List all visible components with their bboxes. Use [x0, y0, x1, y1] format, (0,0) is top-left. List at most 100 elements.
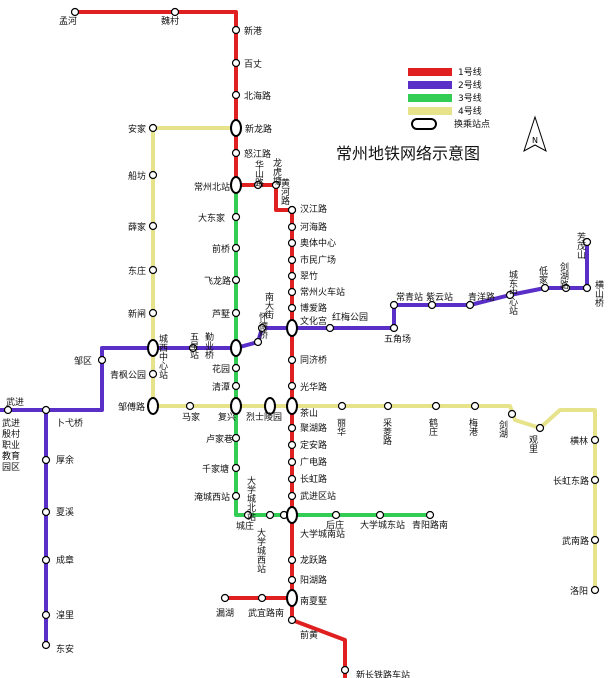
station-label: 低家 [537, 265, 548, 284]
station-label: 千家塘 [202, 463, 229, 475]
map-title: 常州地铁网络示意图 [336, 144, 481, 163]
interchange-station-marker [230, 397, 242, 415]
station-label: 青枫公园 [110, 369, 146, 381]
station-label: 厚余 [56, 454, 74, 466]
station-dot [253, 337, 263, 347]
station-label: 翠竹 [300, 270, 318, 282]
legend-swatch [408, 80, 452, 89]
station-dot [41, 555, 51, 565]
station-label: 东安 [56, 643, 74, 655]
station-label: 南大街 [263, 291, 274, 320]
station-dot [561, 283, 571, 293]
station-dot [265, 510, 275, 520]
station-label: 洛阳 [570, 585, 588, 597]
station-dot [287, 474, 297, 484]
station-label: 武南路 [562, 535, 589, 547]
station-dot [582, 283, 592, 293]
station-dot [148, 265, 158, 275]
station-dot [231, 148, 241, 158]
station-dot [287, 303, 297, 313]
station-dot [287, 355, 297, 365]
interchange-station-marker [147, 397, 159, 415]
station-label: 华山路 [253, 159, 264, 188]
station-label: 邹区 [74, 355, 92, 367]
station-dot [243, 510, 253, 520]
station-dot [340, 665, 350, 675]
station-dot [41, 640, 51, 650]
station-dot [231, 25, 241, 35]
station-dot [188, 343, 198, 353]
station-label: 武进区站 [300, 490, 336, 502]
station-dot [287, 423, 297, 433]
line2-side-label: 武进殷村职业教育园区 [2, 417, 20, 473]
station-label: 新闸 [128, 308, 146, 320]
station-dot [41, 455, 51, 465]
station-label: 横山桥 [593, 279, 604, 308]
station-label: 常青站 [396, 291, 423, 303]
station-label: 船坊 [128, 170, 146, 182]
station-label: 薛家 [128, 221, 146, 233]
station-label: 城庄 [236, 520, 254, 532]
station-dot [590, 475, 600, 485]
station-dot [287, 238, 297, 248]
station-label: 芦墅 [212, 309, 230, 320]
station-label: 丽华 [335, 418, 346, 437]
station-label: 复兴 [218, 411, 236, 423]
station-label: 阳湖路 [300, 574, 327, 586]
station-label: 梅港 [467, 417, 478, 436]
station-dot [590, 535, 600, 545]
station-dot [287, 491, 297, 501]
station-label: 龙虎塘 [271, 157, 282, 186]
station-dot [70, 7, 80, 17]
station-label: 武进 [6, 396, 24, 408]
station-label: 大学城北站 [245, 475, 256, 522]
station-dot [41, 405, 51, 415]
interchange-ovals [147, 119, 298, 607]
station-dot [220, 593, 230, 603]
station-label: 鹤庄 [427, 417, 438, 437]
station-label: 黄河路 [279, 177, 290, 206]
station-label: 新龙路 [245, 123, 272, 135]
station-label: 邹傅路 [118, 401, 145, 413]
station-label: 奥体中心 [300, 237, 336, 249]
station-dot [41, 610, 51, 620]
station-label: 勤业桥 [203, 331, 214, 360]
station-label: 紫云站 [426, 291, 453, 303]
station-dot [287, 457, 297, 467]
station-dot [582, 237, 592, 247]
station-dot [287, 575, 297, 585]
station-dot [253, 180, 263, 190]
station-dot [427, 300, 437, 310]
station-dot [331, 510, 341, 520]
station-label: 城西中心站 [157, 334, 168, 380]
station-dot [535, 423, 545, 433]
station-dot [287, 255, 297, 265]
station-label: 汉江路 [300, 203, 327, 215]
station-dot [375, 510, 385, 520]
station-dots [3, 7, 600, 675]
station-dot [257, 323, 267, 333]
station-label: 卜弋桥 [56, 417, 83, 429]
station-dot [540, 283, 550, 293]
station-dot [231, 491, 241, 501]
station-dot [231, 243, 241, 253]
legend-line-4: 4号线 [408, 105, 490, 117]
station-label: 光华路 [300, 381, 327, 393]
station-dot [287, 381, 297, 391]
compass-label: N [532, 136, 538, 145]
station-label: 清潭 [212, 381, 230, 393]
legend-label: 3号线 [458, 94, 482, 104]
legend-label: 2号线 [458, 81, 482, 91]
station-dot [231, 433, 241, 443]
station-label: 剑湖 [497, 419, 508, 439]
station-label: 定安路 [300, 439, 327, 451]
station-dot [41, 507, 51, 517]
station-label: 采菱路 [381, 418, 392, 446]
station-dot [505, 290, 515, 300]
station-label: 怒江路 [244, 148, 271, 160]
station-dot [389, 323, 399, 333]
legend-swatch [408, 67, 452, 76]
station-label: 大学城东站 [360, 519, 405, 531]
station-dot [271, 180, 281, 190]
